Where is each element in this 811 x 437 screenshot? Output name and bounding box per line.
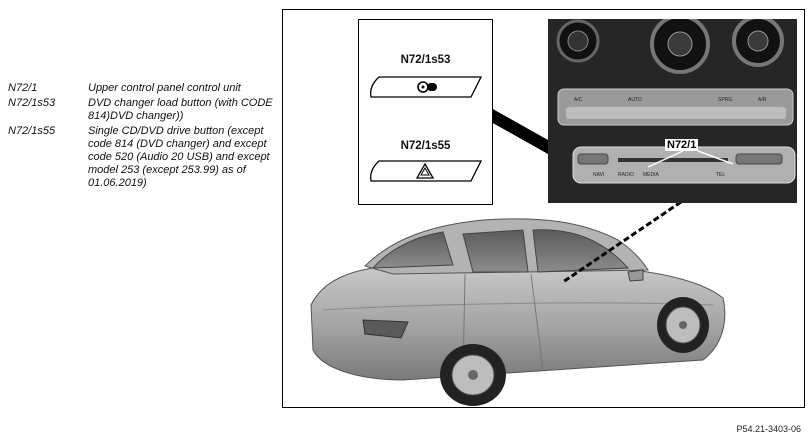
- control-panel-image: A/C AUTO SPRG A/R NAVI RADIO MEDIA TEL: [548, 19, 797, 203]
- svg-text:AUTO: AUTO: [628, 97, 642, 103]
- callout-leader: [491, 108, 548, 154]
- control-panel-photo: A/C AUTO SPRG A/R NAVI RADIO MEDIA TEL N…: [548, 19, 797, 203]
- legend-description: Upper control panel control unit: [88, 82, 241, 94]
- svg-text:A/R: A/R: [758, 97, 767, 103]
- svg-text:NAVI: NAVI: [593, 172, 604, 178]
- eject-disc-icon: [370, 76, 483, 98]
- svg-text:SPRG: SPRG: [718, 97, 732, 103]
- car-illustration: [310, 218, 726, 406]
- callout-label-s53: N72/1s53: [400, 54, 451, 66]
- photo-label-n72-1: N72/1: [665, 139, 699, 151]
- hazard-triangle-icon: [370, 160, 483, 182]
- svg-text:A/C: A/C: [574, 97, 583, 103]
- callout-label-s55: N72/1s55: [400, 140, 451, 152]
- legend: N72/1 Upper control panel control unit N…: [8, 82, 276, 192]
- legend-row: N72/1s53 DVD changer load button (with C…: [8, 97, 276, 123]
- legend-description: DVD changer load button (with CODE 814)D…: [88, 97, 273, 122]
- svg-text:MEDIA: MEDIA: [643, 172, 660, 178]
- svg-text:TEL: TEL: [716, 172, 725, 178]
- legend-code: N72/1: [8, 82, 38, 94]
- legend-description: Single CD/DVD drive button (except code …: [88, 125, 270, 189]
- figure-frame: N72/1s53 N72/1s55 A/C A: [282, 9, 805, 408]
- legend-row: N72/1 Upper control panel control unit: [8, 82, 276, 95]
- legend-row: N72/1s55 Single CD/DVD drive button (exc…: [8, 125, 276, 190]
- legend-code: N72/1s55: [8, 125, 56, 137]
- legend-code: N72/1s53: [8, 97, 56, 109]
- button-detail-callout: N72/1s53 N72/1s55: [358, 19, 493, 205]
- svg-text:RADIO: RADIO: [618, 172, 634, 178]
- figure-reference: P54.21-3403-06: [736, 424, 801, 434]
